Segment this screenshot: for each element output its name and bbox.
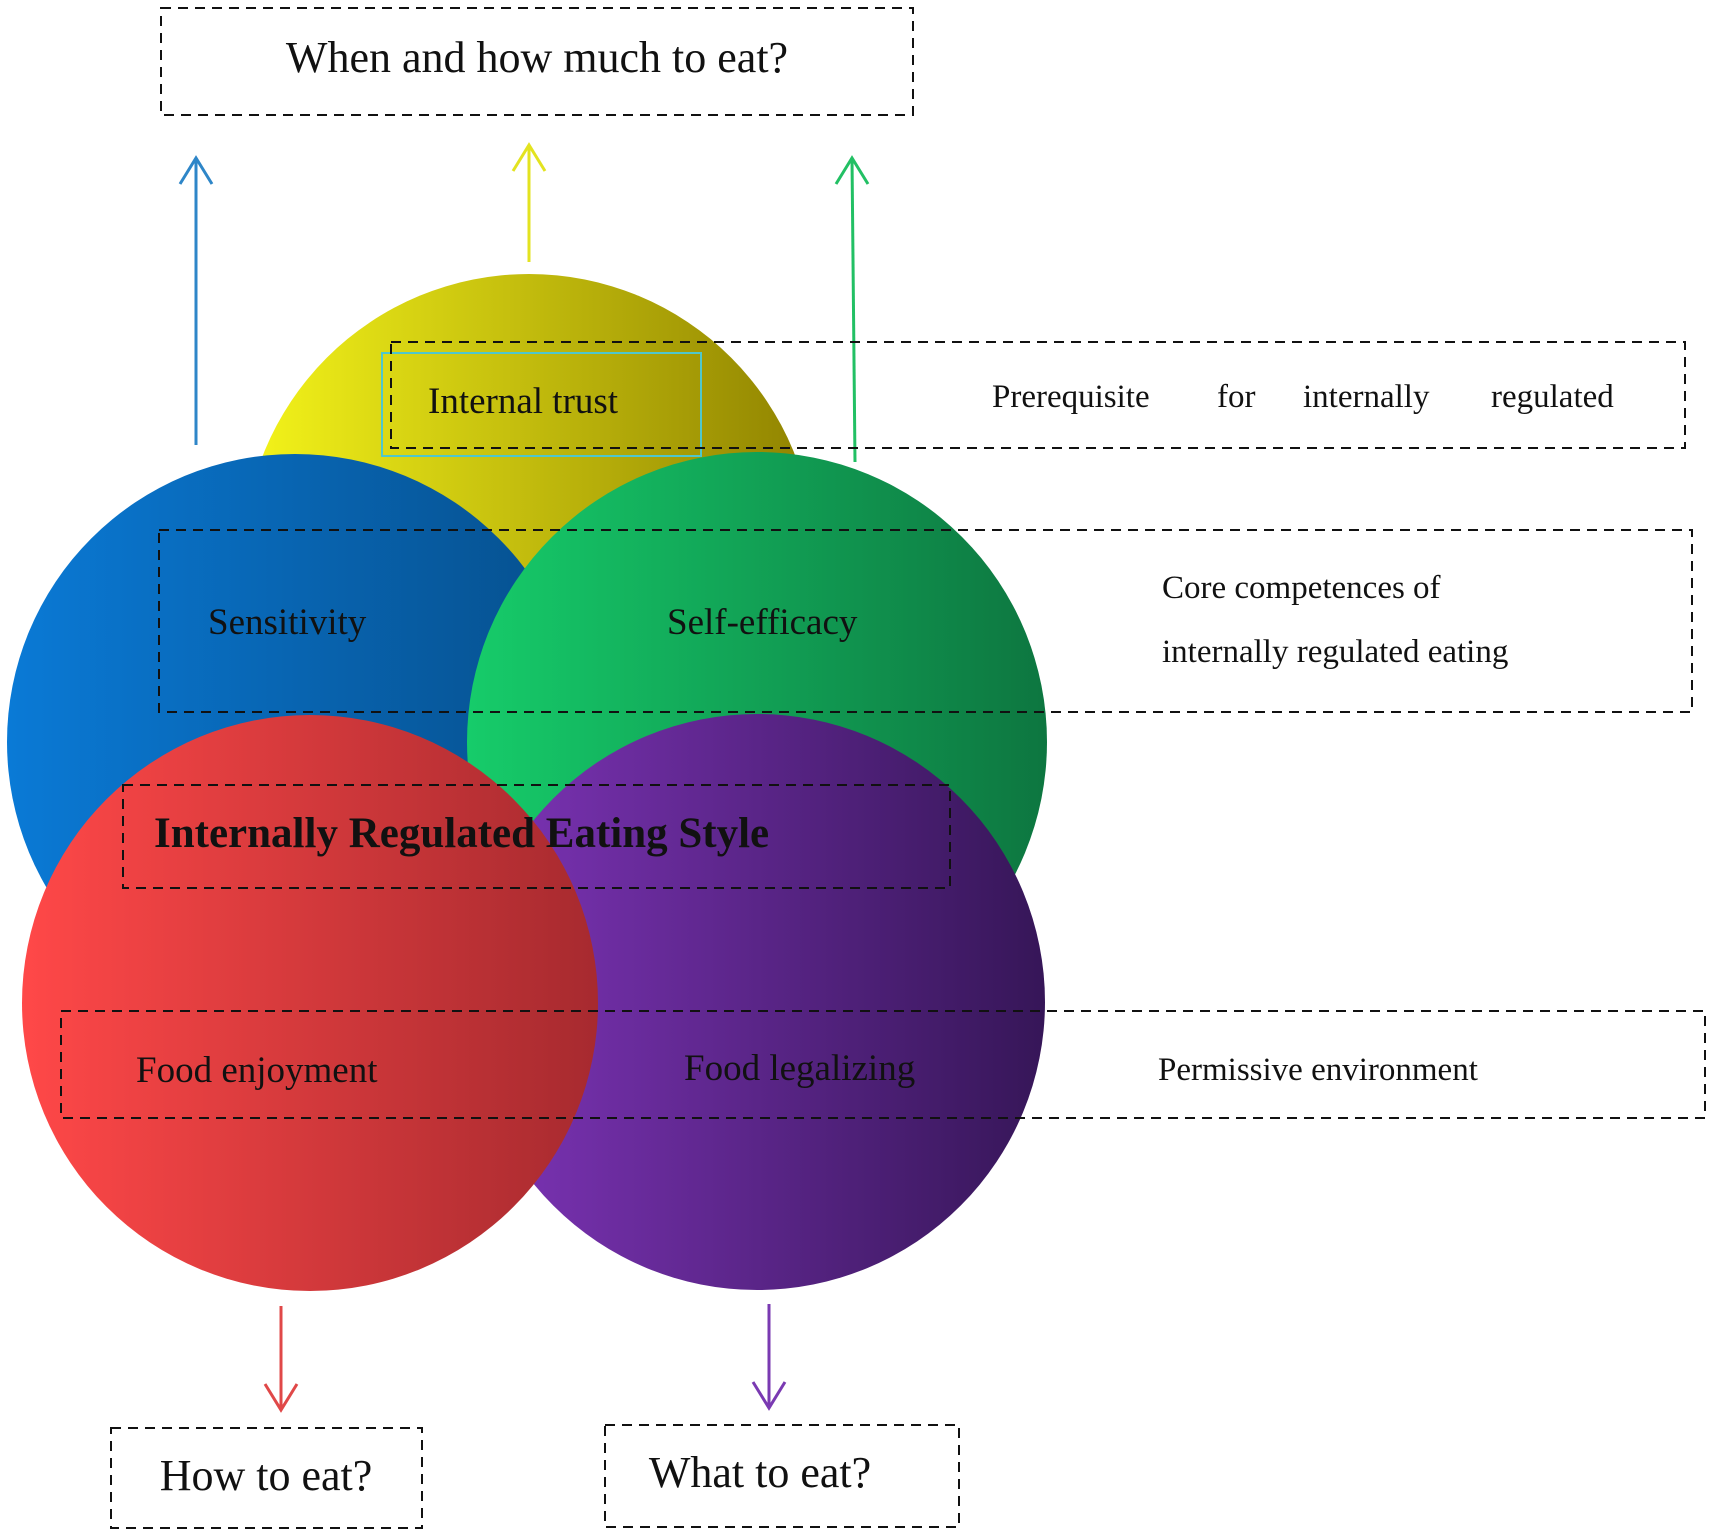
core-competences-line-1: Core competences of — [1162, 570, 1441, 606]
center-title-box — [122, 784, 951, 889]
internal-trust-highlight-box — [381, 352, 702, 457]
arrow-up-green — [834, 155, 870, 463]
food-legalizing-label: Food legalizing — [684, 1048, 915, 1089]
sensitivity-label: Sensitivity — [208, 602, 367, 643]
arrow-up-blue — [178, 155, 214, 445]
prerequisite-word-3: internally — [1303, 379, 1430, 415]
arrow-down-red — [263, 1306, 299, 1413]
what-to-eat-text: What to eat? — [649, 1448, 871, 1497]
food-legalizing-circle — [469, 714, 1045, 1290]
what-to-eat-box — [604, 1424, 960, 1528]
prerequisite-word-2: for — [1217, 379, 1255, 415]
self-efficacy-label: Self-efficacy — [667, 602, 858, 643]
prerequisite-word-1: Prerequisite — [992, 379, 1150, 415]
how-to-eat-box — [110, 1427, 423, 1529]
prerequisite-word-4: regulated — [1491, 379, 1614, 415]
permissive-environment-label: Permissive environment — [1158, 1052, 1478, 1088]
core-competences-box — [158, 529, 1693, 713]
arrow-down-purple — [751, 1304, 787, 1411]
how-to-eat-text: How to eat? — [160, 1451, 373, 1500]
top-question-text: When and how much to eat? — [286, 33, 788, 82]
top-question-box — [160, 7, 914, 116]
arrow-up-yellow — [511, 142, 547, 262]
center-title-text: Internally Regulated Eating Style — [154, 810, 769, 857]
food-enjoyment-circle — [22, 715, 598, 1291]
core-competences-line-2: internally regulated eating — [1162, 634, 1508, 670]
permissive-environment-box — [60, 1010, 1706, 1119]
internal-trust-label: Internal trust — [428, 381, 619, 422]
food-enjoyment-label: Food enjoyment — [136, 1050, 378, 1091]
prerequisite-box — [390, 341, 1686, 449]
